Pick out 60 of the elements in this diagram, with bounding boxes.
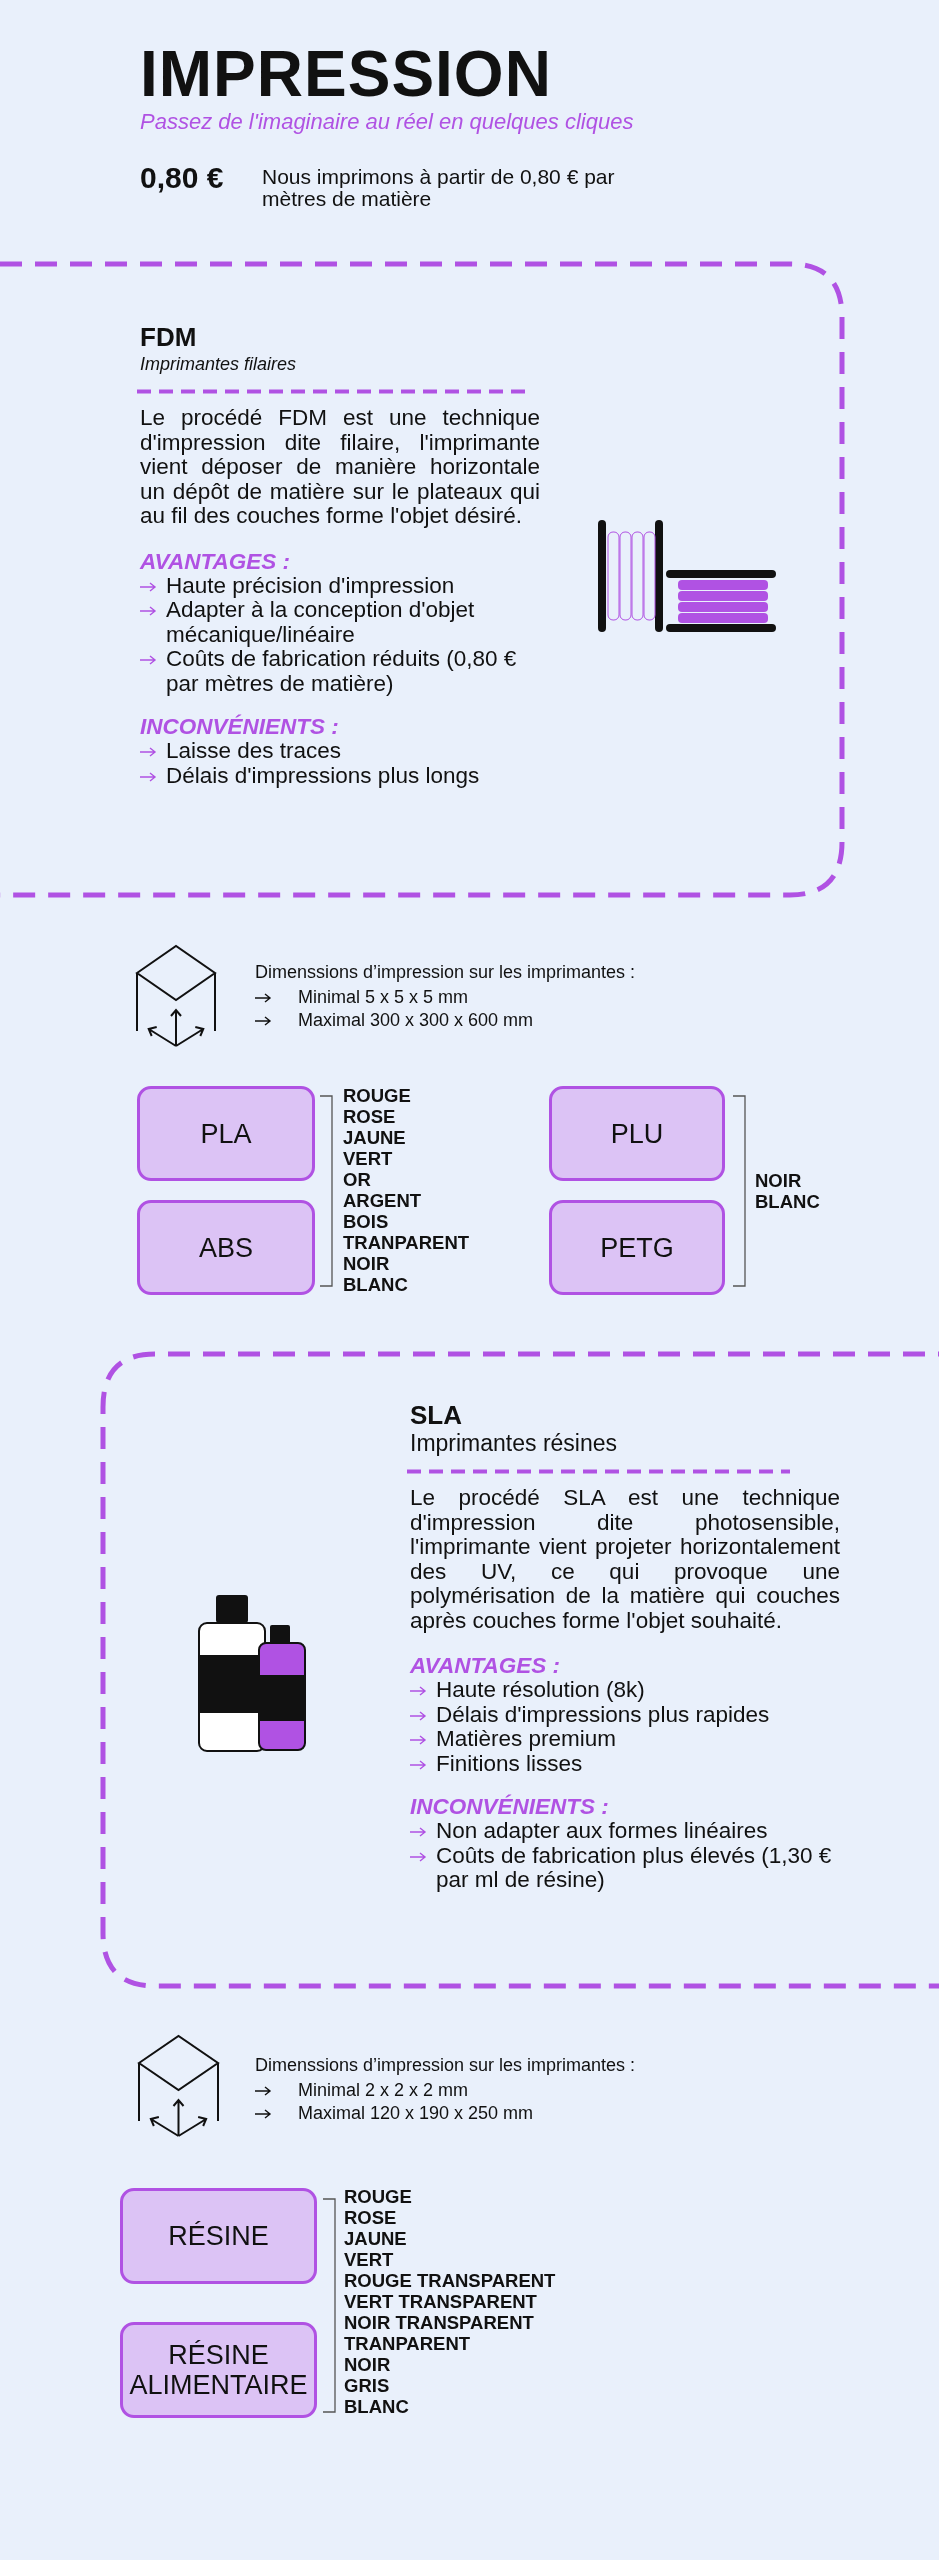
color-option: BLANC: [344, 2396, 409, 2417]
color-option: ROUGE TRANSPARENT: [344, 2270, 556, 2291]
bullet-text: Haute résolution (8k): [436, 1678, 646, 1703]
color-option: VERT TRANSPARENT: [344, 2291, 537, 2312]
color-option: ROSE: [344, 2207, 397, 2228]
bullet-text: Haute précision d'impression: [166, 573, 456, 598]
bullet-text: Matières premium: [436, 1727, 617, 1752]
color-option: ARGENT: [343, 1190, 422, 1211]
color-option: GRIS: [344, 2375, 390, 2396]
color-option: BLANC: [755, 1191, 820, 1212]
color-option: JAUNE: [344, 2228, 407, 2249]
color-option: TRANPARENT: [343, 1232, 470, 1253]
dimension-value: Minimal 2 x 2 x 2 mm: [298, 2079, 469, 2102]
color-option: BOIS: [343, 1211, 389, 1232]
dashed-panel: [100, 1352, 939, 1988]
material-card: RÉSINE: [120, 2188, 317, 2284]
subtitle: Imprimantes résines: [410, 1430, 619, 1456]
dimension-value: Minimal 5 x 5 x 5 mm: [298, 986, 469, 1009]
list-heading: AVANTAGES :: [140, 548, 291, 574]
material-card: PLU: [549, 1086, 725, 1181]
color-option: JAUNE: [343, 1127, 406, 1148]
description-paragraph: Le procédé FDM est une technique d'impression dite filaire, l'imprimante vient déposer de manière horizontale un dépôt de matière sur le plateaux qui au fil des couches forme l'objet désiré.: [140, 406, 540, 529]
dimensions-heading: Dimenssions d’impression sur les imprimantes :: [255, 961, 636, 984]
dimensions-heading: Dimenssions d’impression sur les imprimantes :: [255, 2054, 636, 2077]
subtitle: Imprimantes filaires: [140, 353, 298, 376]
color-option: BLANC: [343, 1274, 408, 1295]
color-option: TRANPARENT: [344, 2333, 471, 2354]
bullet-text: Finitions lisses: [436, 1751, 583, 1776]
price-note: Nous imprimons à partir de 0,80 € par mètres de matière: [262, 166, 616, 210]
price: 0,80 €: [140, 160, 224, 196]
section-heading: SLA: [410, 1400, 463, 1430]
description-paragraph: Le procédé SLA est une technique d'impression dite photosensible, l'imprimante vient projeter horizontalement des UV, ce qui provoque une polymérisation de la matière qui couches après couches forme l'objet souhaité.: [410, 1486, 840, 1633]
bullet-text: Coûts de fabrication réduits (0,80 € par mètres de matière): [166, 647, 518, 696]
color-option: VERT: [343, 1148, 393, 1169]
material-card: PLA: [137, 1086, 315, 1181]
color-option: ROSE: [343, 1106, 396, 1127]
color-option: NOIR: [344, 2354, 391, 2375]
color-option: NOIR: [343, 1253, 390, 1274]
dimension-value: Maximal 120 x 190 x 250 mm: [298, 2102, 534, 2125]
color-option: VERT: [344, 2249, 394, 2270]
bullet-text: Adapter à la conception d'objet mécanique/linéaire: [166, 598, 476, 647]
dimension-value: Maximal 300 x 300 x 600 mm: [298, 1009, 534, 1032]
bullet-text: Coûts de fabrication plus élevés (1,30 € par ml de résine): [436, 1843, 833, 1893]
bullet-text: Laisse des traces: [166, 739, 343, 764]
color-option: NOIR TRANSPARENT: [344, 2312, 534, 2333]
bullet-text: Délais d'impressions plus rapides: [436, 1702, 771, 1727]
material-card: RÉSINE ALIMENTAIRE: [120, 2322, 317, 2418]
list-heading: AVANTAGES :: [410, 1653, 561, 1678]
color-option: NOIR: [755, 1170, 802, 1191]
bullet-text: Délais d'impressions plus longs: [166, 763, 481, 788]
material-card: PETG: [549, 1200, 725, 1295]
color-option: ROUGE: [343, 1085, 411, 1106]
list-heading: INCONVÉNIENTS :: [140, 714, 340, 739]
material-card: ABS: [137, 1200, 315, 1295]
color-option: OR: [343, 1169, 371, 1190]
list-heading: INCONVÉNIENTS :: [410, 1794, 610, 1819]
color-option: ROUGE: [344, 2186, 412, 2207]
section-heading: FDM: [140, 322, 198, 352]
bullet-text: Non adapter aux formes linéaires: [436, 1819, 769, 1844]
dashed-panel: [0, 262, 845, 897]
